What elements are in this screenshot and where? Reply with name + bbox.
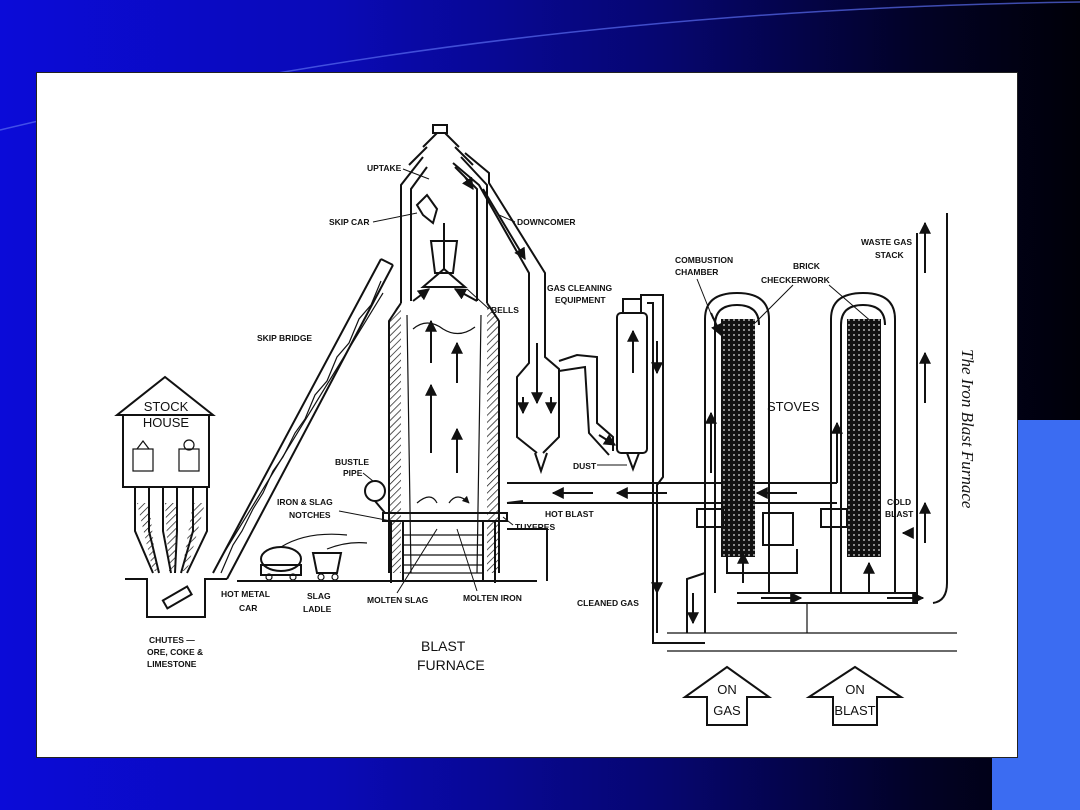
chutes-label-3: LIMESTONE — [147, 659, 197, 669]
stock-house-label-2: HOUSE — [143, 415, 190, 430]
skip-bridge — [212, 258, 394, 580]
hot-metal-car-label-2: CAR — [239, 603, 257, 613]
bustle-pipe-label-1: BUSTLE — [335, 457, 369, 467]
on-gas-label-1: ON — [717, 682, 737, 697]
molten-iron-label: MOLTEN IRON — [463, 593, 522, 603]
stove-right — [830, 291, 896, 593]
chutes-label-2: ORE, COKE & — [147, 647, 203, 657]
combustion-chamber-label-2: CHAMBER — [675, 267, 718, 277]
cleaned-gas-line — [651, 553, 705, 644]
blast-furnace-title-2: FURNACE — [417, 657, 485, 673]
bells-label: BELLS — [491, 305, 519, 315]
waste-gas-stack-label-1: WASTE GAS — [861, 237, 912, 247]
diagram-panel: STOCK HOUSE CHUTES — ORE, COKE & LIMESTO… — [36, 72, 1018, 758]
hot-metal-car — [260, 533, 348, 581]
slag-ladle-label-1: SLAG — [307, 591, 331, 601]
diagram-caption: The Iron Blast Furnace — [958, 349, 977, 509]
on-blast-label-1: ON — [845, 682, 865, 697]
bustle-pipe-label-2: PIPE — [343, 468, 363, 478]
gas-cleaning-label-2: EQUIPMENT — [555, 295, 606, 305]
stove-left — [704, 291, 770, 633]
on-blast-label-2: BLAST — [834, 703, 875, 718]
downcomer-label: DOWNCOMER — [517, 217, 576, 227]
combustion-chamber-label-1: COMBUSTION — [675, 255, 733, 265]
brick-checkerwork-label-2: CHECKERWORK — [761, 275, 831, 285]
slag-ladle — [311, 542, 368, 581]
on-gas-arrow: ON GAS — [681, 665, 773, 726]
tuyeres-label: TUYERES — [515, 522, 555, 532]
gas-cleaning-label-1: GAS CLEANING — [547, 283, 613, 293]
blast-furnace-title-1: BLAST — [421, 638, 466, 654]
hot-blast-label: HOT BLAST — [545, 509, 594, 519]
brick-checkerwork-label-1: BRICK — [793, 261, 821, 271]
dust-label: DUST — [573, 461, 597, 471]
blast-furnace — [237, 124, 548, 583]
chutes-label-1: CHUTES — — [149, 635, 195, 645]
stock-house: STOCK HOUSE — [114, 375, 227, 618]
skip-car-label: SKIP CAR — [329, 217, 369, 227]
cleaned-gas-label: CLEANED GAS — [577, 598, 639, 608]
cold-blast-label-1: COLD — [887, 497, 911, 507]
molten-slag-label: MOLTEN SLAG — [367, 595, 429, 605]
stock-house-label-1: STOCK — [144, 399, 189, 414]
skip-bridge-label: SKIP BRIDGE — [257, 333, 312, 343]
cold-blast-label-2: BLAST — [885, 509, 914, 519]
iron-slag-notches-label-1: IRON & SLAG — [277, 497, 333, 507]
iron-slag-notches-label-2: NOTCHES — [289, 510, 331, 520]
hot-blast-main — [507, 482, 957, 652]
gas-cleaning-equipment — [516, 294, 664, 633]
waste-gas-stack — [901, 213, 948, 604]
waste-gas-stack-label-2: STACK — [875, 250, 905, 260]
uptake-label: UPTAKE — [367, 163, 402, 173]
accent-block-corner — [1016, 420, 1080, 470]
on-gas-label-2: GAS — [713, 703, 741, 718]
slag-ladle-label-2: LADLE — [303, 604, 332, 614]
blast-furnace-diagram: STOCK HOUSE CHUTES — ORE, COKE & LIMESTO… — [114, 124, 977, 726]
stoves-label: STOVES — [767, 399, 820, 414]
hot-metal-car-label-1: HOT METAL — [221, 589, 270, 599]
on-blast-arrow: ON BLAST — [805, 665, 905, 726]
